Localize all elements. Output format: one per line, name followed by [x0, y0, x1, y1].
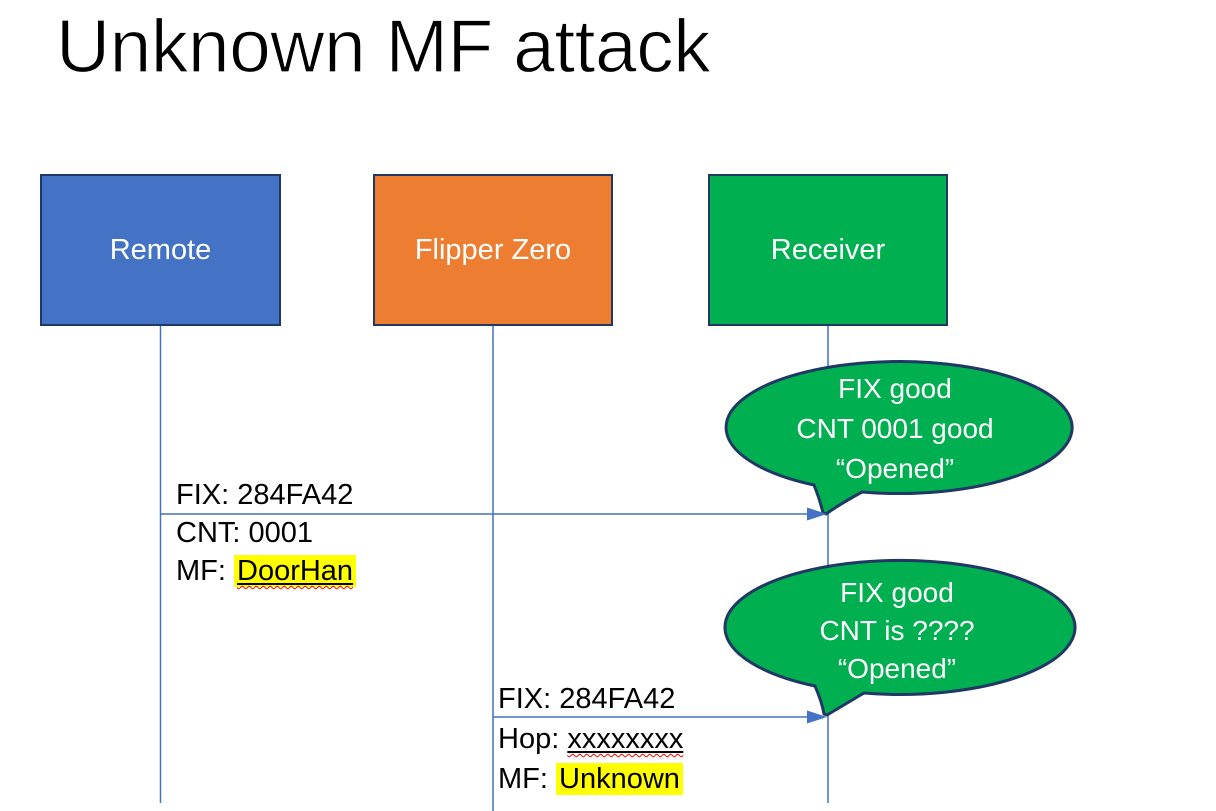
message-1-line-1: FIX: 284FA42: [176, 479, 354, 511]
bubble-1-line-3: “Opened”: [835, 453, 955, 484]
actor-label-remote: Remote: [109, 233, 212, 266]
message-2-mf-value: Unknown: [556, 763, 683, 795]
actor-box-remote: Remote: [40, 174, 281, 326]
actor-box-flipper-zero: Flipper Zero: [373, 174, 613, 326]
message-1-labels: FIX: 284FA42 CNT: 0001 MF: DoorHan: [176, 476, 357, 590]
message-2-line-3: MF: Unknown: [498, 759, 683, 799]
message-1-line-2: CNT: 0001: [176, 517, 314, 549]
bubble-1-line-1: FIX good: [838, 373, 952, 404]
speech-bubble-2: [723, 558, 1077, 717]
actor-label-flipper-zero: Flipper Zero: [414, 233, 572, 266]
message-1-line-3: MF: DoorHan: [176, 552, 357, 590]
bubble-1-text: FIX good CNT 0001 good “Opened”: [720, 369, 1070, 489]
bubble-2-text: FIX good CNT is ???? “Opened”: [722, 574, 1072, 688]
message-arrow-1-head: [807, 507, 827, 521]
slide-title: Unknown MF attack: [55, 3, 711, 88]
message-1-cnt-value: 0001: [248, 517, 314, 549]
message-2-line-2: Hop: xxxxxxxx: [498, 723, 684, 755]
bubble-2-line-2: CNT is ????: [819, 615, 975, 646]
message-2-line-1: FIX: 284FA42: [498, 683, 676, 715]
actor-box-receiver: Receiver: [708, 174, 948, 326]
message-2-labels: FIX: 284FA42 Hop: xxxxxxxx MF: Unknown: [498, 679, 683, 799]
bubble-1-line-2: CNT 0001 good: [796, 413, 994, 444]
message-arrow-2-head: [807, 710, 827, 724]
message-1-mf-value: DoorHan: [234, 555, 357, 587]
bubble-2-line-3: “Opened”: [837, 653, 957, 684]
speech-bubble-1: [724, 360, 1074, 516]
actor-label-receiver: Receiver: [770, 233, 886, 266]
bubble-2-line-1: FIX good: [840, 577, 954, 608]
message-2-hop-value: xxxxxxxx: [567, 723, 684, 755]
